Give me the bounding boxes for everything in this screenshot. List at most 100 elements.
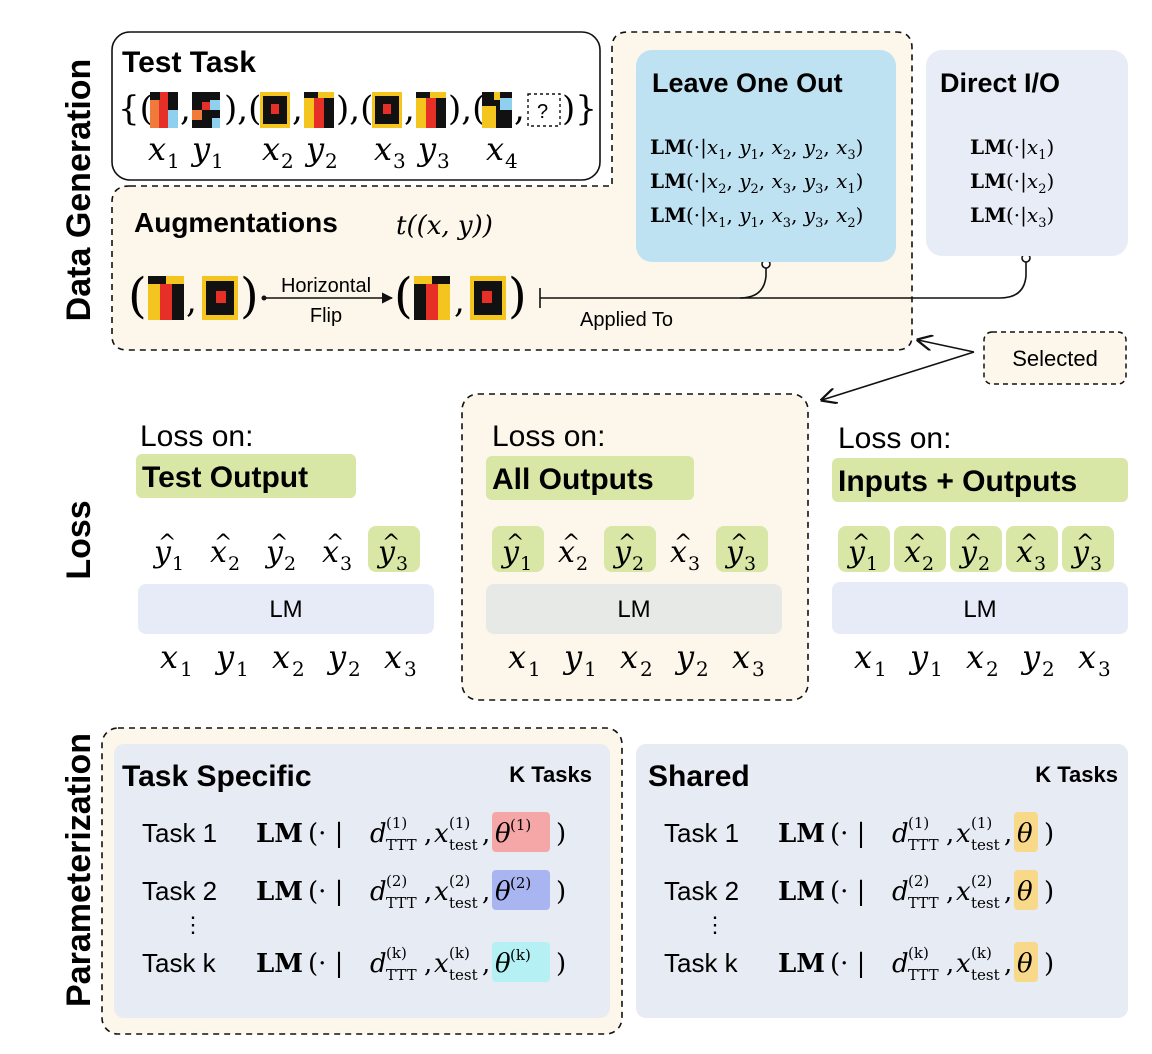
x-test-sup: (k) bbox=[449, 944, 470, 962]
aug-grid-after-output bbox=[470, 276, 506, 320]
comma: , bbox=[424, 877, 432, 907]
task-label: Task 1 bbox=[664, 818, 739, 848]
x-test-sup: (1) bbox=[449, 814, 470, 832]
hat-mark: ^ bbox=[730, 531, 748, 556]
grid-y3 bbox=[416, 92, 446, 128]
test-task-title: Test Task bbox=[122, 46, 256, 79]
unknown-output-mark: ? bbox=[537, 101, 548, 123]
output-token-sub: 2 bbox=[978, 553, 990, 575]
aug-grid-after-input bbox=[414, 276, 450, 320]
hat-mark: ^ bbox=[158, 531, 176, 556]
theta-param: θ bbox=[1017, 819, 1033, 849]
theta-highlight bbox=[1014, 812, 1038, 852]
svg-text:x: x bbox=[262, 130, 280, 168]
task-label: Task k bbox=[142, 948, 217, 978]
loss-heading: Loss on: bbox=[492, 420, 605, 453]
hat-mark: ^ bbox=[214, 531, 232, 556]
comma: , bbox=[482, 949, 490, 979]
svg-text:(·|x2): (·|x2) bbox=[1006, 169, 1054, 197]
theta-sup: (1) bbox=[510, 816, 531, 834]
svg-text:LM: LM bbox=[970, 135, 1006, 159]
lm-bar-label: LM bbox=[617, 596, 650, 623]
lm-bar-label: LM bbox=[963, 596, 996, 623]
output-token-sub: 3 bbox=[340, 553, 352, 575]
svg-text:x: x bbox=[374, 130, 392, 168]
input-token-sub: 2 bbox=[640, 657, 653, 681]
x-test-sub: test bbox=[449, 966, 478, 984]
input-token: x bbox=[732, 638, 750, 676]
svg-text:1: 1 bbox=[211, 149, 224, 173]
svg-text:2: 2 bbox=[281, 149, 294, 173]
output-token: x bbox=[1016, 535, 1033, 570]
comma: , bbox=[946, 877, 954, 907]
d-ttt: d bbox=[892, 877, 909, 907]
output-token: x bbox=[210, 535, 227, 570]
output-token-sub: 2 bbox=[228, 553, 240, 575]
hat-mark: ^ bbox=[618, 531, 636, 556]
output-token-sub: 3 bbox=[744, 553, 756, 575]
svg-text:(·|x2, y2, x3, y3, x1): (·|x2, y2, x3, y3, x1) bbox=[686, 169, 863, 197]
augmentations-title: Augmentations bbox=[134, 207, 338, 238]
svg-text:(: ( bbox=[128, 268, 147, 324]
direct-io-formulas: LM(·|x1) LM(·|x2) LM(·|x3) bbox=[970, 135, 1054, 231]
shared-title: Shared bbox=[648, 760, 750, 793]
aug-grid-before-input bbox=[148, 276, 184, 320]
close-paren: ) bbox=[556, 819, 566, 849]
d-ttt-sup: (1) bbox=[908, 814, 929, 832]
grid-x4 bbox=[482, 92, 512, 128]
output-token: y bbox=[152, 535, 172, 570]
theta-sup: (k) bbox=[510, 946, 531, 964]
augmentation-example: ( , ) Horizontal Flip ( , bbox=[128, 268, 527, 327]
hat-mark: ^ bbox=[1020, 531, 1038, 556]
d-ttt: d bbox=[370, 949, 387, 979]
loss-target-highlight bbox=[832, 458, 1128, 502]
svg-text:,: , bbox=[292, 89, 303, 129]
output-token: y bbox=[376, 535, 396, 570]
output-token: x bbox=[558, 535, 575, 570]
loss-token-highlight bbox=[716, 526, 768, 572]
svg-text:(·|x1, y1, x3, y3, x2): (·|x1, y1, x3, y3, x2) bbox=[686, 203, 863, 231]
d-ttt-sub: TTT bbox=[908, 836, 939, 854]
x-test: x bbox=[956, 819, 971, 849]
output-token: y bbox=[846, 535, 866, 570]
shared-k-tasks: K Tasks bbox=[1035, 762, 1118, 787]
vertical-ellipsis: ⋮ bbox=[704, 912, 726, 937]
output-token: y bbox=[1070, 535, 1090, 570]
input-token-sub: 2 bbox=[348, 657, 361, 681]
output-token-sub: 3 bbox=[1090, 553, 1102, 575]
unknown-output-box bbox=[527, 93, 561, 127]
theta-highlight bbox=[1014, 870, 1038, 910]
selected-arrow-down bbox=[822, 351, 975, 400]
output-token: y bbox=[264, 535, 284, 570]
svg-text:,: , bbox=[180, 89, 191, 129]
hat-mark: ^ bbox=[852, 531, 870, 556]
input-token-sub: 2 bbox=[696, 657, 709, 681]
leave-one-out-title: Leave One Out bbox=[652, 68, 843, 98]
d-ttt: d bbox=[370, 877, 387, 907]
input-token-sub: 3 bbox=[404, 657, 417, 681]
d-ttt-sub: TTT bbox=[386, 966, 417, 984]
d-ttt-sup: (2) bbox=[908, 872, 929, 890]
task-specific-panel bbox=[114, 744, 610, 1018]
grid-x3 bbox=[372, 92, 402, 128]
x-test: x bbox=[434, 949, 449, 979]
lm-bar bbox=[486, 584, 782, 634]
test-task-box bbox=[111, 31, 601, 181]
close-paren: ) bbox=[1044, 819, 1054, 849]
svg-text:3: 3 bbox=[393, 149, 406, 173]
theta-param: θ bbox=[1017, 949, 1033, 979]
d-ttt-sup: (k) bbox=[908, 944, 929, 962]
d-ttt-sup: (1) bbox=[386, 814, 407, 832]
grid-y2 bbox=[304, 92, 334, 128]
input-token: y bbox=[326, 638, 347, 676]
output-token: y bbox=[724, 535, 744, 570]
loss-token-highlight bbox=[368, 526, 420, 572]
output-token-sub: 1 bbox=[172, 553, 184, 575]
aug-grid-before-output bbox=[202, 276, 238, 320]
section-title-parameterization: Parameterization bbox=[60, 733, 98, 1007]
